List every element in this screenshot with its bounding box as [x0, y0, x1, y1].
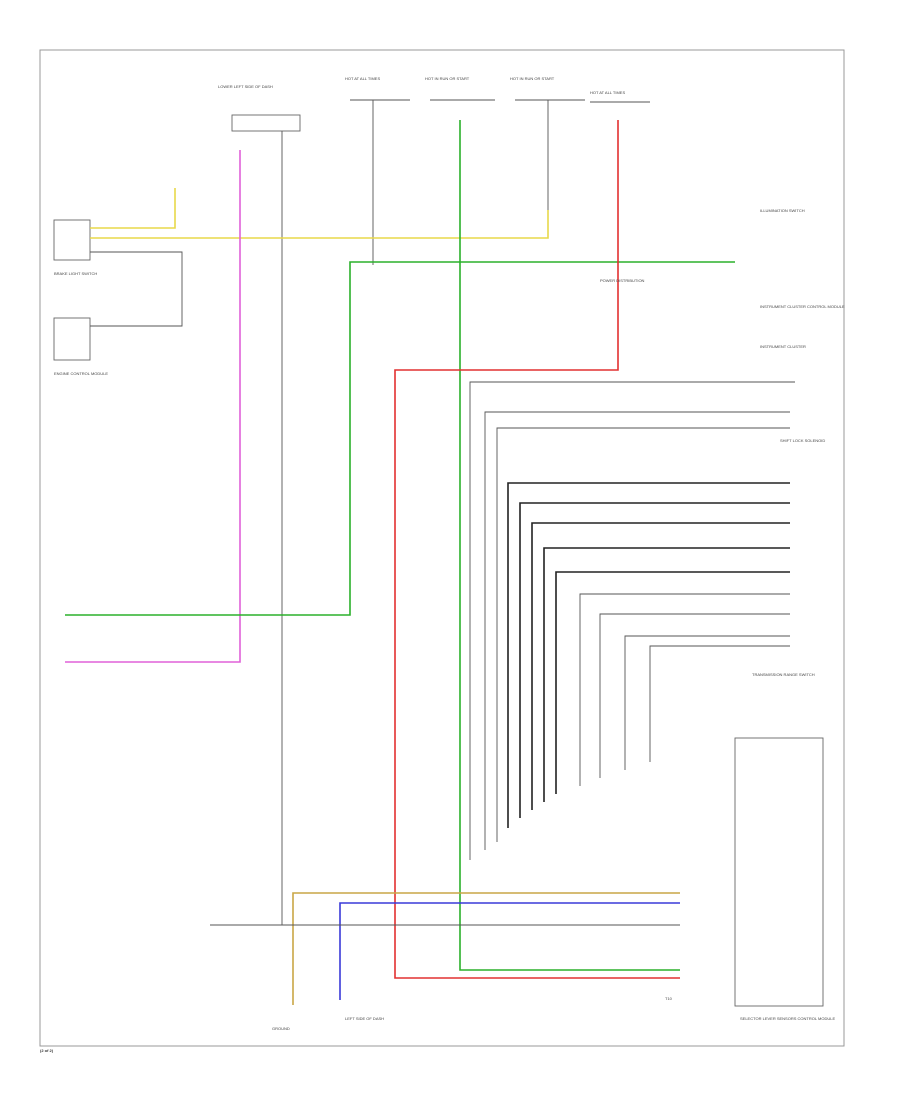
fuse-b-label: HOT IN RUN OR START	[425, 76, 470, 81]
connector-label: T10	[665, 996, 673, 1001]
wire-green-2	[459, 120, 680, 971]
wire-signal-4	[579, 593, 790, 786]
wire-gray-loop	[90, 251, 183, 327]
wire-red	[394, 120, 680, 979]
wire-yellow-2	[90, 210, 549, 239]
transmission-range-label: TRANSMISSION RANGE SWITCH	[752, 672, 815, 677]
wire-pink	[65, 150, 241, 663]
wire-signal-7	[649, 645, 790, 762]
fuse-d-label: HOT AT ALL TIMES	[590, 90, 625, 95]
fuse-c-label: HOT IN RUN OR START	[510, 76, 555, 81]
brake-light-switch	[53, 219, 91, 261]
instrument-cluster-module-label: INSTRUMENT CLUSTER CONTROL MODULE	[760, 304, 845, 309]
can-bus-label: POWER DISTRIBUTION	[600, 278, 645, 283]
wire-signal-5	[599, 613, 790, 778]
page-number: (2 of 2)	[40, 1048, 54, 1053]
illumination-switch-label: ILLUMINATION SWITCH	[760, 208, 805, 213]
ground-note-label: LEFT SIDE OF DASH	[345, 1016, 384, 1021]
shift-lock-solenoid-label: SHIFT LOCK SOLENOID	[780, 438, 825, 443]
selector-lever-module	[734, 737, 824, 1007]
wire-black-1	[507, 482, 790, 828]
wire-tan	[292, 892, 680, 1005]
ecm-label: ENGINE CONTROL MODULE	[54, 371, 108, 376]
top-fuse-block-label: LOWER LEFT SIDE OF DASH	[218, 84, 273, 89]
wire-signal-6	[624, 635, 790, 770]
wire-black-2	[519, 502, 790, 818]
diagram-frame	[39, 49, 845, 1047]
ground-label: GROUND	[272, 1026, 290, 1031]
wire-blue	[339, 902, 680, 1000]
fuse-a-label: HOT AT ALL TIMES	[345, 76, 380, 81]
instrument-cluster-label: INSTRUMENT CLUSTER	[760, 344, 806, 349]
wire-signal-2	[484, 411, 790, 850]
brake-light-switch-label: BRAKE LIGHT SWITCH	[54, 271, 97, 276]
wire-black-5	[555, 571, 790, 794]
wire-yellow-1	[90, 188, 176, 229]
wire-signal-1	[469, 381, 795, 860]
selector-lever-label: SELECTOR LEVER SENSORS CONTROL MODULE	[740, 1016, 835, 1021]
wire-black-3	[531, 522, 790, 810]
wire-green-1	[65, 261, 735, 616]
engine-control-module	[53, 317, 91, 361]
fuse-block-a	[231, 114, 301, 132]
wire-signal-3	[496, 427, 790, 842]
wire-black-4	[543, 547, 790, 802]
